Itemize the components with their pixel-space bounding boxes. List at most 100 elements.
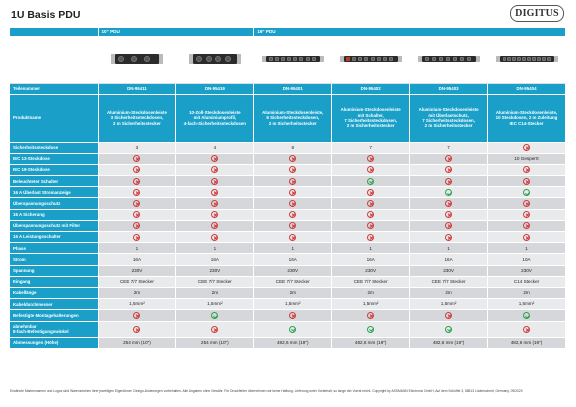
spec-cell <box>331 175 411 188</box>
spec-cell <box>409 231 489 244</box>
spec-value: CEE 7/7 Stecker <box>431 279 466 285</box>
cross-circle-icon <box>133 188 141 196</box>
spec-cell: 230V <box>331 265 411 277</box>
spec-cell: CEE 7/7 Stecker <box>98 276 177 288</box>
spec-value: 482,6 mm (19") <box>510 339 543 345</box>
cross-circle-icon <box>523 222 531 230</box>
pdu-19inch-switch-icon <box>339 55 402 62</box>
spec-cell <box>487 175 566 188</box>
product-image-cell <box>331 36 411 84</box>
spec-cell: 1 <box>253 242 333 255</box>
part-number-cell: DN-95402 <box>331 83 411 95</box>
spec-cell: 16A <box>331 253 411 266</box>
check-circle-icon <box>367 325 375 333</box>
spec-cell: 230V <box>409 265 489 277</box>
spec-cell <box>409 197 489 210</box>
cross-circle-icon <box>367 311 375 319</box>
spec-cell: CEE 7/7 Stecker <box>331 276 411 288</box>
cross-circle-icon <box>523 233 531 241</box>
spec-cell: 254 mm (10") <box>98 337 177 349</box>
product-name-label: Produktname <box>10 94 99 143</box>
spec-value: 3 <box>135 144 139 150</box>
cross-circle-icon <box>211 211 219 219</box>
spec-cell: 1 <box>331 242 411 255</box>
spec-cell <box>98 209 177 221</box>
spec-cell <box>175 197 255 210</box>
spec-cell <box>253 321 333 338</box>
spec-value: 1 <box>213 245 217 251</box>
spec-cell <box>175 186 255 199</box>
spec-row-label: IEC 13-Steckdose <box>10 153 99 165</box>
pdu-19inch-overload-icon <box>417 55 480 62</box>
spec-cell: 1,5mm² <box>175 298 255 311</box>
spec-cell: 2m <box>175 287 255 300</box>
spec-cell: 230V <box>487 265 566 277</box>
cross-circle-icon <box>133 155 141 163</box>
spec-cell <box>253 309 333 322</box>
spec-cell <box>98 321 177 338</box>
spec-value: 1,5mm² <box>207 301 223 307</box>
spec-cell: 230V <box>98 265 177 277</box>
cross-circle-icon <box>289 233 297 241</box>
spec-value: 2m <box>211 290 219 296</box>
check-circle-icon <box>523 311 531 319</box>
spec-row: 16 A Sicherung <box>10 209 566 221</box>
spec-value: 230V <box>521 267 532 273</box>
spec-cell <box>253 231 333 244</box>
spec-cell <box>98 231 177 244</box>
spec-cell <box>175 153 255 165</box>
spec-cell <box>487 142 566 154</box>
spec-cell <box>253 186 333 199</box>
spec-value: 1 <box>447 245 450 251</box>
spec-value: 16A <box>366 256 375 262</box>
spec-cell: 254 mm (10") <box>175 337 255 349</box>
product-image-cell <box>175 36 255 84</box>
spec-value: 1,5mm² <box>440 301 457 307</box>
spec-cell: 16A <box>98 253 177 266</box>
cross-circle-icon <box>289 200 297 208</box>
cross-circle-icon <box>445 222 453 230</box>
spec-cell <box>487 209 566 221</box>
spec-cell: 4 <box>175 142 255 154</box>
cross-circle-icon <box>211 166 219 174</box>
spec-cell: 10 Gesperrt <box>487 153 566 165</box>
spec-value: 4 <box>213 144 217 150</box>
cross-circle-icon <box>523 144 531 152</box>
spec-cell: 230V <box>175 265 255 277</box>
spec-cell <box>175 220 255 233</box>
spec-cell <box>98 197 177 210</box>
spec-value: CEE 7/7 Stecker <box>197 279 232 285</box>
spec-cell <box>487 220 566 233</box>
spec-cell <box>98 153 177 165</box>
section-10-inch: 10" PDU <box>98 28 255 37</box>
spec-cell <box>487 231 566 244</box>
spec-value: 10 Gesperrt <box>514 156 539 162</box>
cross-circle-icon <box>211 155 219 163</box>
spec-cell: 1,5mm² <box>331 298 411 311</box>
check-circle-icon <box>211 311 219 319</box>
cross-circle-icon <box>211 222 219 230</box>
spec-row: abnehmbar 8-fach-Befestigungswinkel <box>10 321 566 338</box>
spec-cell <box>487 164 566 177</box>
image-label-empty <box>10 36 99 84</box>
product-name-cell: Aluminium-Steckdosenleiste 3 Sicherheits… <box>98 94 177 143</box>
cross-circle-icon <box>367 211 375 219</box>
spec-row-label: 16 A Leistungsschalter <box>10 231 99 244</box>
spec-cell <box>175 309 255 322</box>
spec-value: 254 mm (10") <box>201 339 229 345</box>
spec-row-label: abnehmbar 8-fach-Befestigungswinkel <box>10 321 99 338</box>
spec-cell: 1 <box>175 242 255 255</box>
spec-row-label: Überspannungsschutz mit Filter <box>10 220 99 233</box>
cross-circle-icon <box>523 200 531 208</box>
cross-circle-icon <box>133 311 141 319</box>
spec-value: 230V <box>365 267 377 273</box>
digitus-logo: DIGITUS <box>510 5 564 22</box>
pdu-19inch-iec-icon <box>495 55 558 62</box>
spec-row-label: IEC 19-Steckdose <box>10 164 99 177</box>
cross-circle-icon <box>445 233 453 241</box>
part-number-cell: DN-95411 <box>98 83 177 95</box>
spec-cell <box>331 164 411 177</box>
spec-row: 16 A Überlast Stromanzeige <box>10 186 566 199</box>
spec-cell <box>409 209 489 221</box>
